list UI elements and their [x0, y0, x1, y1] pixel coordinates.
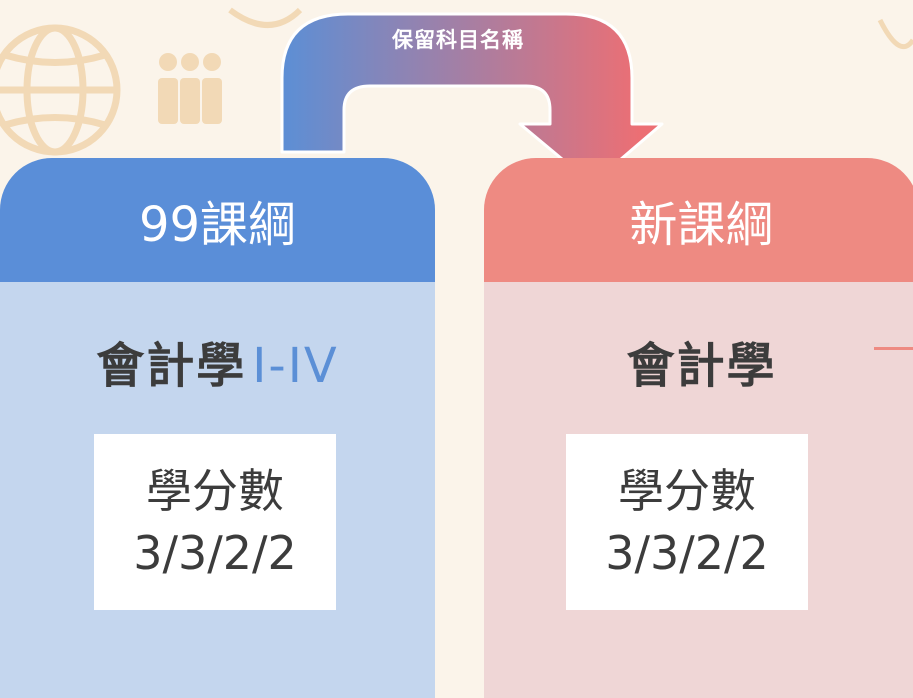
background-swirl [228, 7, 303, 28]
subject-title: 會計學 [484, 326, 913, 396]
globe-icon [0, 24, 121, 156]
credit-value: 3/3/2/2 [605, 526, 769, 580]
subject-name: 會計學 [626, 338, 777, 394]
new-curriculum-panel: 新課綱 會計學 學分數 3/3/2/2 [484, 158, 913, 698]
subject-name: 會計學 [96, 338, 247, 394]
credit-box: 學分數 3/3/2/2 [94, 434, 336, 610]
dash-mark [874, 347, 913, 350]
credit-value: 3/3/2/2 [133, 526, 297, 580]
retain-name-arrow [280, 12, 664, 186]
panel-header: 新課綱 [484, 158, 913, 282]
background-decoration [0, 7, 913, 502]
people-icon [158, 53, 222, 124]
arrow-label: 保留科目名稱 [392, 28, 524, 52]
credit-box: 學分數 3/3/2/2 [566, 434, 808, 610]
curved-arrow-shape [280, 12, 664, 186]
subject-suffix: I-IV [252, 338, 339, 394]
background-swirl [877, 18, 913, 50]
credit-label: 學分數 [618, 464, 756, 518]
credit-label: 學分數 [146, 464, 284, 518]
panel-header: 99課綱 [0, 158, 435, 282]
